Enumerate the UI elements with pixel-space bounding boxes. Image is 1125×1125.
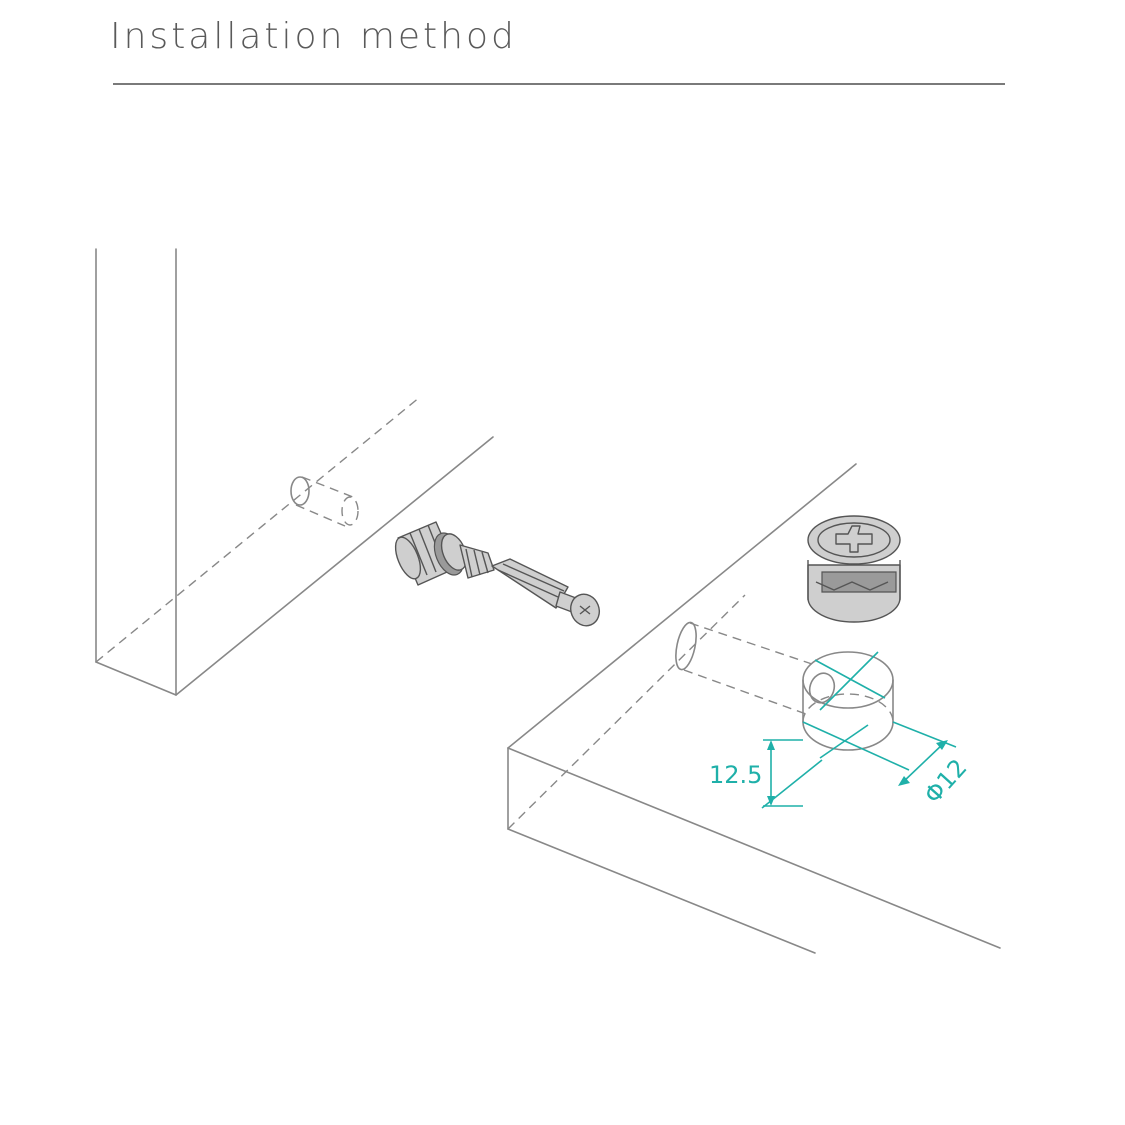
vertical-panel-bore-hole [290,476,359,527]
title-divider [113,83,1005,85]
vertical-panel [95,248,494,696]
cam-lock-fitting-icon [807,515,901,623]
horizontal-panel-side-bore [675,621,813,715]
dimension-markers: 12.5 Φ12 [709,651,973,809]
page-title: Installation method [110,16,517,57]
cam-pocket [802,651,894,751]
depth-dimension-label: 12.5 [709,761,762,789]
horizontal-panel [507,463,1001,954]
connecting-bolt-icon [394,521,600,627]
diameter-dimension-label: Φ12 [919,754,973,809]
